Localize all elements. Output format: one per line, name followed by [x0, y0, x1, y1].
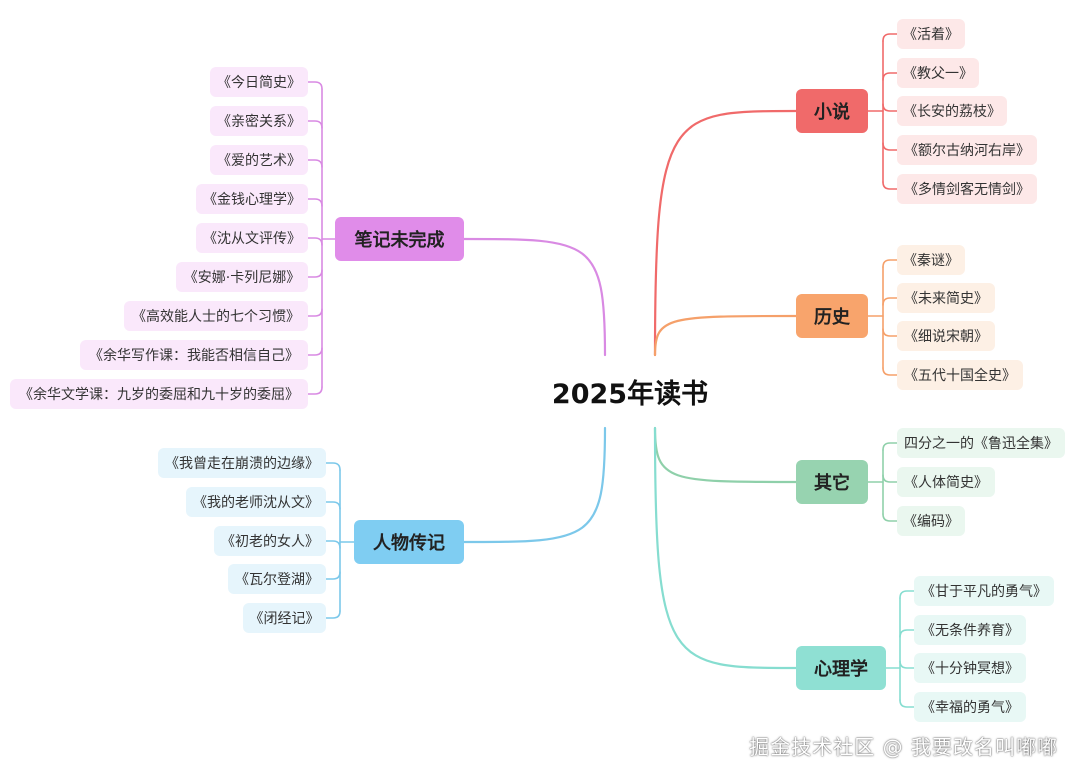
leaf-notes[interactable]: 《余华写作课：我能否相信自己》 — [80, 340, 308, 370]
branch-notes-unfinished[interactable]: 笔记未完成 — [335, 217, 464, 261]
leaf-notes[interactable]: 《高效能人士的七个习惯》 — [124, 301, 308, 331]
leaf-history[interactable]: 《细说宋朝》 — [897, 321, 995, 351]
connector-line — [307, 198, 323, 207]
leaf-notes[interactable]: 《亲密关系》 — [210, 106, 308, 136]
leaf-biography[interactable]: 《闭经记》 — [243, 603, 326, 633]
connector-line — [653, 426, 798, 484]
connector-line — [462, 426, 607, 544]
leaf-notes[interactable]: 《安娜·卡列尼娜》 — [176, 262, 308, 292]
connector-line — [307, 159, 323, 168]
connector-line — [899, 590, 915, 599]
leaf-fiction[interactable]: 《活着》 — [897, 19, 965, 49]
connector-line — [307, 386, 323, 395]
leaf-fiction[interactable]: 《多情剑客无情剑》 — [897, 174, 1037, 204]
leaf-fiction[interactable]: 《教父一》 — [897, 58, 979, 88]
connector-line — [899, 699, 915, 708]
connector-line — [899, 660, 915, 669]
leaf-biography[interactable]: 《我的老师沈从文》 — [186, 487, 326, 517]
leaf-notes[interactable]: 《爱的艺术》 — [210, 145, 308, 175]
connector-line — [882, 474, 898, 483]
leaf-notes[interactable]: 《金钱心理学》 — [196, 184, 308, 214]
leaf-psychology[interactable]: 《甘于平凡的勇气》 — [914, 576, 1054, 606]
connector-line — [899, 629, 915, 638]
connector-line — [653, 426, 798, 670]
connector-line — [307, 347, 323, 356]
root-topic[interactable]: 2025年读书 — [551, 378, 709, 410]
leaf-fiction[interactable]: 《额尔古纳河右岸》 — [897, 135, 1037, 165]
leaf-notes[interactable]: 《今日简史》 — [210, 67, 308, 97]
leaf-other[interactable]: 四分之一的《鲁迅全集》 — [897, 428, 1065, 458]
connector-line — [882, 72, 898, 81]
leaf-history[interactable]: 《未来简史》 — [897, 283, 995, 313]
connector-line — [882, 367, 898, 376]
leaf-history[interactable]: 《五代十国全史》 — [897, 360, 1023, 390]
leaf-notes[interactable]: 《沈从文评传》 — [196, 223, 308, 253]
branch-history[interactable]: 历史 — [796, 294, 868, 338]
branch-biography[interactable]: 人物传记 — [354, 520, 464, 564]
connector-line — [882, 513, 898, 522]
connector-line — [882, 442, 898, 451]
connector-line — [325, 540, 341, 549]
connector-line — [307, 269, 323, 278]
leaf-notes[interactable]: 《余华文学课：九岁的委屈和九十岁的委屈》 — [10, 379, 308, 409]
leaf-history[interactable]: 《秦谜》 — [897, 245, 965, 275]
branch-psychology[interactable]: 心理学 — [796, 646, 886, 690]
connector-line — [882, 181, 898, 190]
leaf-biography[interactable]: 《瓦尔登湖》 — [228, 564, 326, 594]
branch-other[interactable]: 其它 — [796, 460, 868, 504]
leaf-biography[interactable]: 《初老的女人》 — [214, 526, 326, 556]
leaf-fiction[interactable]: 《长安的荔枝》 — [897, 96, 1007, 126]
connector-line — [653, 109, 798, 357]
leaf-psychology[interactable]: 《幸福的勇气》 — [914, 692, 1026, 722]
branch-fiction[interactable]: 小说 — [796, 89, 868, 133]
connector-line — [307, 308, 323, 317]
connector-line — [325, 462, 341, 471]
connector-line — [882, 142, 898, 151]
connector-line — [307, 237, 323, 246]
connector-line — [882, 103, 898, 112]
connector-line — [307, 81, 323, 90]
watermark: 掘金技术社区 @ 我要改名叫嘟嘟 — [749, 735, 1058, 759]
connector-line — [325, 610, 341, 619]
connector-line — [325, 571, 341, 580]
connector-line — [653, 314, 798, 357]
leaf-other[interactable]: 《编码》 — [897, 506, 965, 536]
connector-line — [462, 237, 607, 357]
connector-line — [882, 259, 898, 268]
connector-line — [882, 33, 898, 42]
connector-line — [882, 297, 898, 306]
leaf-other[interactable]: 《人体简史》 — [897, 467, 995, 497]
leaf-psychology[interactable]: 《十分钟冥想》 — [914, 653, 1026, 683]
leaf-biography[interactable]: 《我曾走在崩溃的边缘》 — [158, 448, 326, 478]
leaf-psychology[interactable]: 《无条件养育》 — [914, 615, 1026, 645]
connector-line — [882, 328, 898, 337]
connector-line — [325, 501, 341, 510]
connector-line — [307, 120, 323, 129]
